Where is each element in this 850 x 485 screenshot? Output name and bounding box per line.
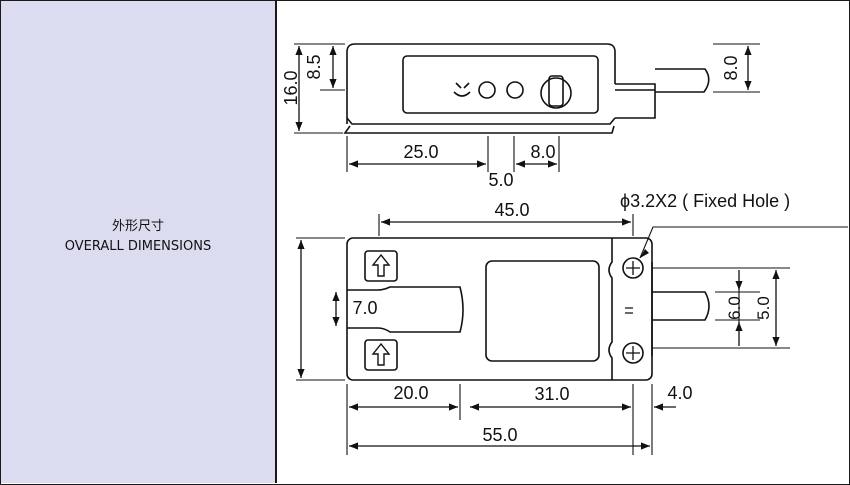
dim-height-label: 16.0 — [281, 70, 301, 105]
top-body-outline — [346, 43, 616, 124]
dim-hole-span-label: 45.0 — [494, 200, 529, 220]
panel-title: 外形尺寸 OVERALL DIMENSIONS — [1, 217, 275, 257]
dim-cable-outer-label: 5.0 — [754, 296, 773, 320]
top-cable — [655, 68, 710, 93]
up-arrow-icon — [364, 250, 398, 282]
up-arrow-glyph-2 — [371, 342, 391, 366]
title-chinese: 外形尺寸 — [111, 219, 164, 234]
dim-upper-label: 8.5 — [304, 54, 324, 79]
front-cable — [652, 291, 710, 321]
dim-right-label: 4.0 — [667, 383, 692, 403]
front-body-outline — [346, 237, 653, 381]
adjust-knob-slot — [548, 75, 564, 107]
up-arrow-icon-2 — [364, 339, 398, 371]
top-view — [294, 43, 760, 172]
dim-length-label: 25.0 — [403, 142, 438, 162]
dim-gap-label: 5.0 — [488, 170, 513, 190]
indicator-led-2 — [506, 81, 524, 99]
adjust-knob-icon — [540, 77, 572, 109]
dim-pitch-label: 8.0 — [530, 142, 555, 162]
top-window — [402, 55, 599, 114]
title-english: OVERALL DIMENSIONS — [64, 239, 212, 254]
hole-note-label: ϕ3.2X2 ( Fixed Hole ) — [620, 191, 790, 211]
screw-hole-icon — [622, 257, 644, 279]
front-body-step — [608, 238, 613, 380]
dim-total-label: 55.0 — [482, 425, 517, 445]
top-body-bottom — [346, 117, 616, 125]
screw-hole-icon-2 — [622, 342, 644, 364]
indicator-icon — [453, 82, 471, 97]
dim-mid-label: 31.0 — [534, 384, 569, 404]
up-arrow-glyph — [371, 253, 391, 277]
front-view — [296, 214, 848, 455]
front-window — [485, 260, 600, 362]
dim-cable-inner-label: 6.0 — [725, 296, 744, 320]
dim-slot-label: 7.0 — [352, 298, 377, 318]
detection-slot — [347, 286, 464, 333]
dimension-drawing: 16.0 8.5 8.0 25.0 5.0 8.0 — [281, 43, 848, 455]
dim-left-label: 20.0 — [393, 383, 428, 403]
title-panel: 外形尺寸 OVERALL DIMENSIONS — [1, 1, 277, 483]
top-base — [343, 125, 615, 134]
top-cable-block — [615, 83, 656, 119]
dim-cable-label: 8.0 — [721, 55, 741, 80]
indicator-led-1 — [478, 81, 496, 99]
